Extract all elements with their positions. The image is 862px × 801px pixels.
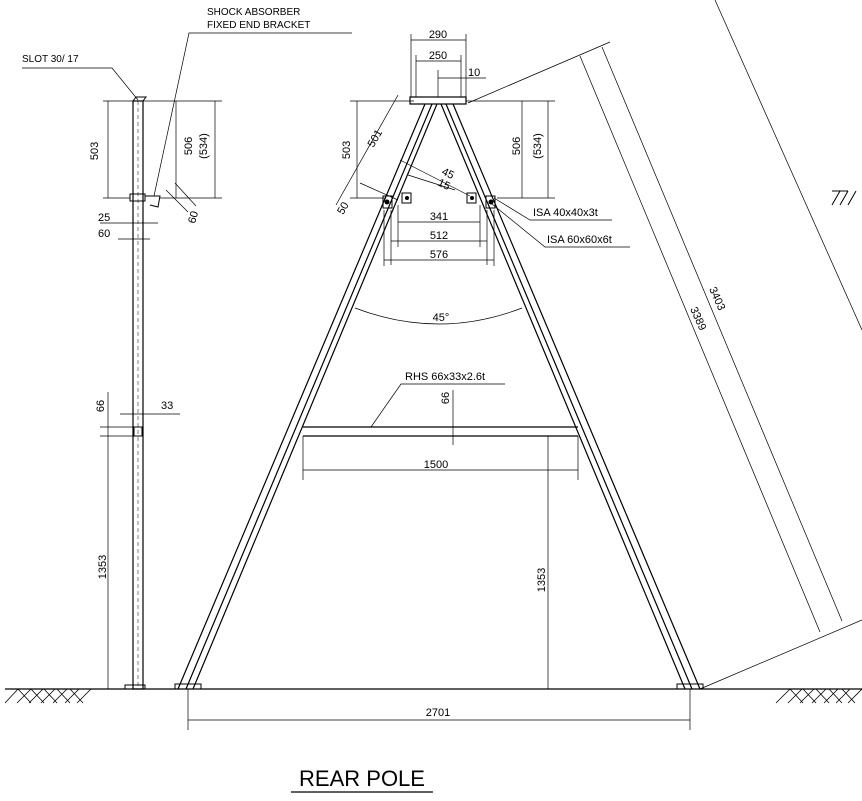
title-rear-pole: REAR POLE xyxy=(299,766,425,791)
dim-3389: 3389 xyxy=(687,305,708,332)
dim-290: 290 xyxy=(429,29,447,41)
ground-left xyxy=(4,688,862,704)
section-mark xyxy=(831,190,857,206)
side-view-dimensions xyxy=(100,100,222,689)
dim-33-side: 33 xyxy=(161,400,173,412)
dim-506-front: 506 xyxy=(511,137,523,155)
dim-512: 512 xyxy=(430,230,448,242)
side-view-callouts: SLOT 30/ 17 SHOCK ABSORBER FIXED END BRA… xyxy=(22,7,352,197)
dim-1500: 1500 xyxy=(424,459,448,471)
dim-503-front: 503 xyxy=(341,141,353,159)
fixed-end-bracket-label: FIXED END BRACKET xyxy=(207,20,310,31)
dim-506-side: 506 xyxy=(183,137,195,155)
shock-absorber-label: SHOCK ABSORBER xyxy=(207,7,300,18)
dim-60-side: 60 xyxy=(98,228,110,240)
dim-25-side: 25 xyxy=(98,212,110,224)
isa-60-label: ISA 60x60x6t xyxy=(547,234,612,246)
a-frame-brackets xyxy=(382,192,496,209)
isa-40-label: ISA 40x40x3t xyxy=(533,207,598,219)
slot-label: SLOT 30/ 17 xyxy=(22,54,79,65)
dim-45: 45 xyxy=(440,166,456,182)
drawing-title: REAR POLE xyxy=(291,766,433,793)
dim-3403: 3403 xyxy=(706,285,727,312)
ground-right xyxy=(775,688,862,704)
dim-66-side: 66 xyxy=(95,400,107,412)
dim-60-rotated: 60 xyxy=(186,210,201,225)
a-frame xyxy=(174,96,704,690)
dim-1353-front: 1353 xyxy=(536,568,548,592)
side-view-labels: 503 506 (534) 25 60 60 66 33 1353 xyxy=(89,133,210,579)
dim-2701: 2701 xyxy=(426,707,450,719)
dim-534-side: (534) xyxy=(198,133,210,159)
dim-341: 341 xyxy=(430,211,448,223)
front-view-dimensions xyxy=(187,0,862,730)
dim-66-front: 66 xyxy=(440,392,452,404)
dim-50: 50 xyxy=(335,200,352,217)
dim-10: 10 xyxy=(468,67,480,79)
side-view-pole xyxy=(124,96,161,690)
dim-576: 576 xyxy=(430,249,448,261)
angle-45: 45° xyxy=(433,312,450,324)
rhs-label: RHS 66x33x2.6t xyxy=(405,371,485,383)
dim-501: 501 xyxy=(366,128,386,150)
dim-1353-side: 1353 xyxy=(97,555,109,579)
dim-15: 15 xyxy=(436,177,452,193)
dim-534-front: (534) xyxy=(532,133,544,159)
front-view-callouts: ISA 40x40x3t ISA 60x60x6t RHS 66x33x2.6t xyxy=(370,197,630,428)
dim-250: 250 xyxy=(429,50,447,62)
dim-503-side: 503 xyxy=(89,142,101,160)
